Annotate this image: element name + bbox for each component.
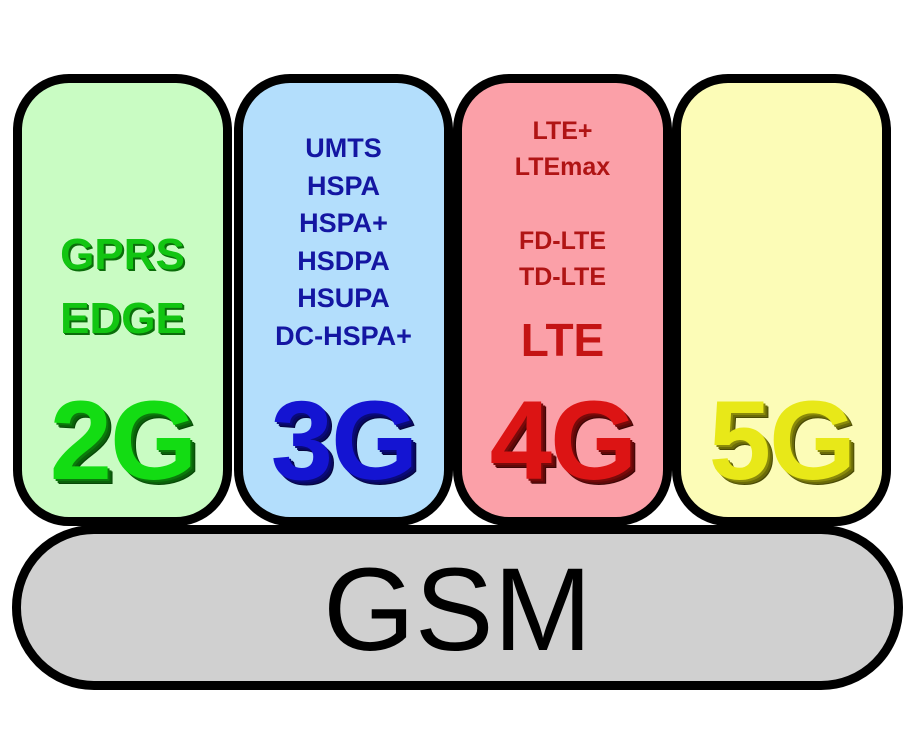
tech-hsdpa: HSDPA xyxy=(297,245,390,276)
tech-hspa-plus: HSPA+ xyxy=(299,208,388,238)
tech-list-4g-advanced: LTE+ LTEmax xyxy=(462,113,663,185)
gsm-base: GSM xyxy=(12,525,903,690)
tech-lte-plus: LTE+ xyxy=(532,117,593,145)
tech-list-4g-duplex: FD-LTE TD-LTE xyxy=(462,223,663,295)
tech-hspa: HSPA xyxy=(306,170,380,201)
tech-list-3g: UMTS HSPA HSPA+ HSDPA HSUPA DC-HSPA+ xyxy=(243,130,444,355)
tech-fd-lte: FD-LTE xyxy=(518,227,606,255)
tech-edge: EDGE xyxy=(60,294,185,343)
generation-label-3g: 3G xyxy=(270,378,418,503)
pillar-4g: LTE+ LTEmax FD-LTE TD-LTE LTE 4G xyxy=(453,74,672,526)
tech-gprs: GPRS xyxy=(60,230,185,279)
tech-ltemax: LTEmax xyxy=(514,153,611,181)
tech-list-2g: GPRS EDGE xyxy=(22,223,223,351)
tech-lte: LTE xyxy=(520,314,605,366)
pillar-5g: 5G xyxy=(672,74,891,526)
pillar-3g: UMTS HSPA HSPA+ HSDPA HSUPA DC-HSPA+ 3G xyxy=(234,74,453,526)
pillar-2g: GPRS EDGE 2G xyxy=(13,74,232,526)
tech-umts: UMTS xyxy=(305,133,382,163)
tech-td-lte: TD-LTE xyxy=(518,263,606,291)
tech-dc-hspa-plus: DC-HSPA+ xyxy=(275,320,412,351)
generation-label-2g: 2G xyxy=(49,378,197,503)
gsm-label: GSM xyxy=(323,544,592,676)
tech-hsupa: HSUPA xyxy=(297,283,390,313)
generation-label-5g: 5G xyxy=(708,378,856,503)
generation-label-4g: 4G xyxy=(489,378,637,503)
